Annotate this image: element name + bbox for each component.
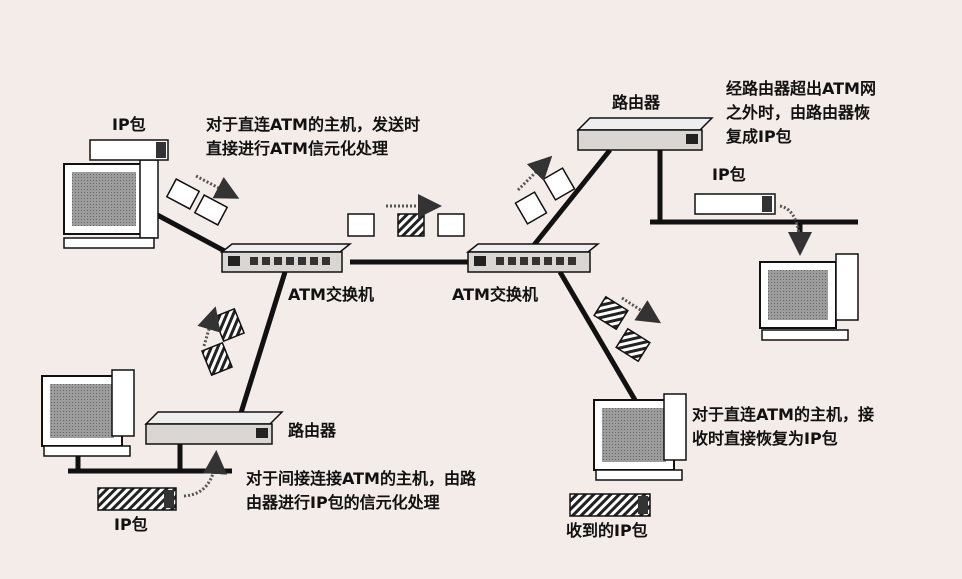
atm-cells-router-top <box>514 167 576 225</box>
label-router-bottom: 路由器 <box>288 421 337 440</box>
note-router-exit-line3: 复成IP包 <box>726 127 792 146</box>
atm-cells-bottom-right <box>593 295 651 363</box>
atm-cells-middle <box>347 213 465 237</box>
computer-host-bottom-left <box>41 369 135 457</box>
note-direct-send-line2: 直接进行ATM信元化处理 <box>206 139 388 158</box>
note-indirect-line2: 由器进行IP包的信元化处理 <box>246 493 440 512</box>
note-indirect-line1: 对于间接连接ATM的主机，由路 <box>246 469 476 488</box>
link-switch-host-br <box>557 270 638 402</box>
label-ip-packet-bottom-left: IP包 <box>114 515 148 534</box>
label-ip-packet-top-left: IP包 <box>112 115 146 134</box>
router-bottom <box>144 411 284 445</box>
arrow-cells-br <box>621 296 662 324</box>
router-top <box>576 117 714 151</box>
link-switch-router-top <box>528 148 612 252</box>
arrows <box>195 155 662 347</box>
atm-switch-right <box>465 243 601 273</box>
note-router-exit-line2: 之外时，由路由器恢 <box>726 103 871 122</box>
network-links <box>146 148 638 417</box>
arrow-ip-to-host-right <box>779 204 812 256</box>
ip-packet-received <box>569 493 651 517</box>
arrow-ip-to-router-bottom <box>183 450 228 498</box>
link-switch-router-bottom <box>237 271 288 417</box>
note-direct-recv-line2: 收时直接恢复为IP包 <box>692 429 838 448</box>
atm-cells-router-bottom <box>200 307 246 377</box>
label-atm-switch-left: ATM交换机 <box>288 285 374 304</box>
label-atm-switch-right: ATM交换机 <box>452 285 538 304</box>
atm-switch-left <box>219 243 353 273</box>
ip-packet-bottom-left <box>97 487 177 511</box>
note-direct-recv-line1: 对于直连ATM的主机，接 <box>692 405 874 424</box>
label-router-top: 路由器 <box>612 93 661 112</box>
label-ip-packet-right: IP包 <box>712 165 746 184</box>
label-received-ip-packet: 收到的IP包 <box>566 521 648 540</box>
arrow-cells-rb <box>197 306 221 347</box>
arrow-cells-rt <box>516 155 553 192</box>
atm-cells-top-left <box>165 178 229 226</box>
note-router-exit-line1: 经路由器超出ATM网 <box>726 79 876 98</box>
computer-host-right <box>759 253 859 341</box>
ip-packet-top-left <box>89 139 169 161</box>
link-host-tl-switch <box>146 207 234 258</box>
computer-host-bottom-right <box>593 393 687 481</box>
arrow-cells-tl <box>195 174 240 199</box>
note-direct-send-line1: 对于直连ATM的主机，发送时 <box>206 115 420 134</box>
ip-packet-right <box>694 193 776 215</box>
computer-host-top-left <box>63 159 159 249</box>
